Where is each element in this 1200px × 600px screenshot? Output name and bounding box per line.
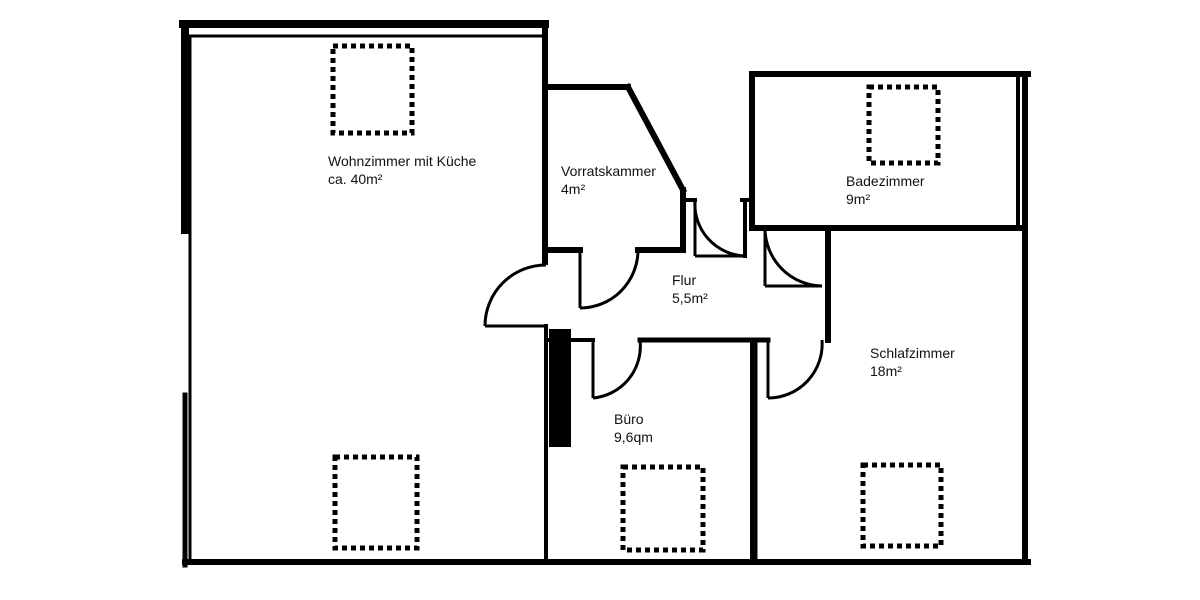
doors [483, 199, 824, 400]
room-name: Büro [614, 411, 644, 427]
window-markers [330, 43, 944, 553]
room-label-buero: Büro 9,6qm [614, 410, 653, 446]
room-area: 18m² [870, 363, 902, 379]
room-area: 5,5m² [672, 290, 708, 306]
door-swing-icon [693, 199, 746, 258]
room-label-wohnzimmer: Wohnzimmer mit Küche ca. 40m² [328, 152, 476, 188]
door-swing-icon [763, 227, 823, 288]
room-name: Badezimmer [846, 173, 925, 189]
room-name: Flur [672, 272, 697, 288]
room-area: ca. 40m² [328, 171, 383, 187]
window-marker-icon [332, 454, 420, 551]
room-label-vorratskammer: Vorratskammer 4m² [561, 162, 656, 198]
room-name: Schlafzimmer [870, 345, 955, 361]
door-swing-icon [766, 339, 824, 400]
room-area: 9,6qm [614, 429, 653, 445]
room-name: Wohnzimmer mit Küche [328, 153, 477, 169]
window-marker-icon [330, 43, 415, 136]
wall-pantry-diagonal [623, 82, 688, 195]
room-area: 9m² [846, 191, 871, 207]
window-marker-icon [620, 464, 706, 553]
room-label-badezimmer: Badezimmer 9m² [846, 172, 925, 208]
room-area: 4m² [561, 181, 586, 197]
room-label-schlafzimmer: Schlafzimmer 18m² [870, 344, 955, 380]
door-swing-icon [591, 339, 642, 400]
door-swing-icon [483, 263, 547, 328]
room-label-flur: Flur 5,5m² [672, 271, 708, 307]
door-swing-icon [578, 249, 640, 310]
walls [179, 20, 1031, 568]
room-name: Vorratskammer [561, 163, 656, 179]
window-marker-icon [866, 84, 941, 166]
window-marker-icon [860, 462, 944, 549]
